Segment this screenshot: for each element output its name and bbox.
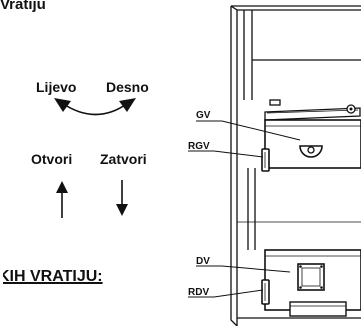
callout-rdv: RDV xyxy=(188,287,210,298)
heading-edge-bar xyxy=(0,266,3,288)
arrow-head-right xyxy=(119,98,136,112)
label-left: Lijevo xyxy=(36,79,77,95)
label-open: Otvori xyxy=(31,151,73,167)
up-arrow-head xyxy=(56,181,68,193)
label-right: Desno xyxy=(106,79,149,95)
down-arrow-head xyxy=(116,204,128,216)
curved-double-arrow xyxy=(61,102,129,116)
callout-leaders xyxy=(188,120,301,298)
callout-rgv: RGV xyxy=(188,141,210,152)
callout-gv: GV xyxy=(196,110,211,121)
callout-dv: DV xyxy=(196,256,210,267)
boiler-drawing xyxy=(230,5,361,326)
section-heading: KIH VRATIJU: xyxy=(0,268,103,285)
arrow-head-left xyxy=(54,98,71,112)
label-close: Zatvori xyxy=(100,151,147,167)
top-text-fragment: Vratiju xyxy=(0,0,46,13)
